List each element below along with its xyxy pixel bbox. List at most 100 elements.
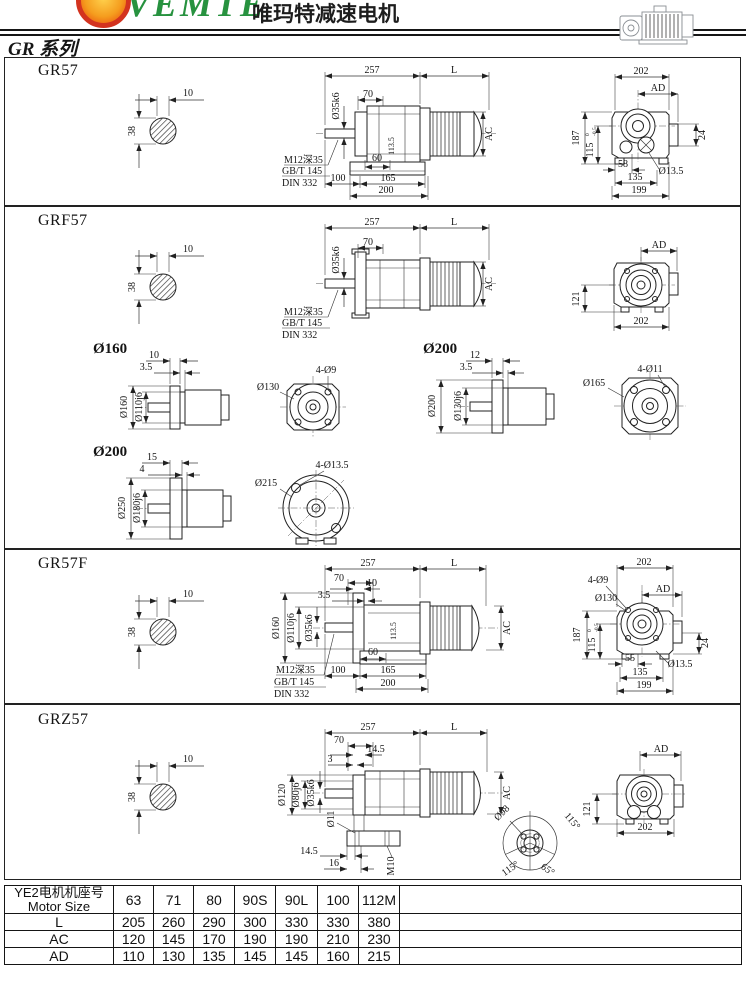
- brand-name: VEMTE: [126, 0, 268, 24]
- table-cell: 190: [275, 930, 318, 949]
- gr57f-end-view-drawing: 202 4-Ø9 Ø130 AD 187 115 0 -0.5 24 55 Ø1…: [572, 557, 711, 695]
- gr57f-key-height: 38: [127, 627, 138, 637]
- gr57-dim-257: 257: [365, 65, 380, 76]
- flange-160-outer: Ø160: [119, 396, 130, 418]
- gr57f-tap-label: M12深35: [276, 664, 315, 676]
- grz57-end-view-drawing: AD 121 202: [582, 744, 686, 837]
- flange-250-outer: Ø250: [117, 497, 128, 519]
- gr57-end-hole: Ø13.5: [659, 166, 684, 177]
- table-cell: 230: [358, 930, 400, 949]
- flange-200-t2: 3.5: [460, 362, 473, 373]
- table-row-L-label: L: [4, 913, 114, 932]
- table-col-63: 63: [113, 884, 154, 915]
- grf57-end-AD: AD: [652, 240, 666, 251]
- header-rule-top: [0, 29, 746, 32]
- section-title-gr57: GR57: [38, 62, 79, 79]
- grz57-end-121: 121: [582, 802, 593, 817]
- section-separator-1: [4, 205, 741, 207]
- section-title-gr57f: GR57F: [38, 555, 88, 572]
- gr57-key-height: 38: [127, 126, 138, 136]
- table-cell: 215: [358, 947, 400, 966]
- gr57-end-115-tol-up: 0: [585, 133, 591, 136]
- grz57-end-202: 202: [638, 822, 653, 833]
- flange-200-holes: 4-Ø11: [637, 364, 662, 375]
- gr57f-dim-fouter: Ø160: [271, 617, 282, 639]
- gr57-dim-165: 165: [381, 173, 396, 184]
- grf57-dim-L: L: [451, 217, 457, 228]
- brand-name-cn: 唯玛特减速电机: [252, 2, 399, 26]
- table-col-71: 71: [153, 884, 194, 915]
- grf57-key-height: 38: [127, 282, 138, 292]
- table-cell: 290: [193, 913, 235, 932]
- gr57-dim-200: 200: [379, 185, 394, 196]
- gr57-end-AD: AD: [651, 83, 665, 94]
- table-row-AD-label: AD: [4, 947, 114, 966]
- table-cell-empty: [399, 947, 742, 966]
- table-header-cn: YE2电机机座号: [14, 885, 104, 900]
- grz57-dim-fspigot: Ø80j6: [291, 783, 302, 808]
- table-col-90s: 90S: [234, 884, 276, 915]
- flange-200-drawing: Ø200 12 3.5 Ø200 Ø130j6 4-Ø11 Ø165: [423, 341, 686, 440]
- grz57-bolt-bc: Ø98: [492, 803, 512, 823]
- gr57f-key-section-drawing: 10 38: [127, 589, 204, 669]
- flange-200-spigot: Ø130j6: [453, 391, 464, 421]
- table-cell: 190: [234, 930, 276, 949]
- gr57-dim-60: 60: [372, 153, 382, 164]
- gr57-std2-label: DIN 332: [282, 178, 317, 189]
- grz57-dim-70: 70: [334, 735, 344, 746]
- table-cell: 170: [193, 930, 235, 949]
- gr57f-end-holes: 4-Ø9: [588, 575, 609, 586]
- flange-250-t2: 4: [140, 464, 145, 475]
- gr57-dim-L: L: [451, 65, 457, 76]
- brand-logo-icon: [76, 0, 131, 28]
- flange-250-spigot: Ø180j6: [132, 493, 143, 523]
- grf57-std2-label: DIN 332: [282, 330, 317, 341]
- flange-160-spigot: Ø110j6: [134, 392, 145, 422]
- table-cell: 130: [153, 947, 194, 966]
- gr57-end-115-tol-dn: -0.5: [592, 127, 598, 136]
- gr57f-dim-t1: 10: [367, 578, 377, 589]
- gr57f-dim-center-height: 113.5: [389, 622, 398, 640]
- gr57f-end-hole: Ø13.5: [668, 659, 693, 670]
- table-cell: 330: [275, 913, 318, 932]
- table-cell: 330: [317, 913, 359, 932]
- grf57-end-202: 202: [634, 316, 649, 327]
- grf57-std1-label: GB/T 145: [282, 318, 322, 329]
- gr57-tap-label: M12深35: [284, 154, 323, 166]
- grf57-tap-label: M12深35: [284, 306, 323, 318]
- flange-160-bc: Ø130: [257, 382, 279, 393]
- table-cell: 145: [234, 947, 276, 966]
- section-title-grf57: GRF57: [38, 212, 88, 229]
- gr57f-end-202: 202: [637, 557, 652, 568]
- table-row-L: L 205 260 290 300 330 330 380: [4, 913, 742, 932]
- grz57-dim-t2: 3: [328, 754, 333, 765]
- flange-160-t2: 3.5: [140, 362, 153, 373]
- flange-250-bc: Ø215: [255, 478, 277, 489]
- table-col-112m: 112M: [358, 884, 400, 915]
- table-cell-empty: [399, 930, 742, 949]
- gr57-dim-shaft: Ø35k6: [331, 92, 342, 119]
- gr57f-dim-t2: 3.5: [318, 590, 331, 601]
- motor-size-table: YE2电机机座号 Motor Size 63 71 80 90S 90L 100…: [4, 884, 742, 966]
- gr57-end-24: 24: [697, 130, 708, 140]
- grz57-dim-b16: 16: [329, 858, 339, 869]
- gr57f-end-55: 55: [625, 653, 635, 664]
- table-cell: 110: [113, 947, 154, 966]
- gr57f-end-187: 187: [572, 628, 583, 643]
- gr57f-end-199: 199: [637, 680, 652, 691]
- gr57-dim-center-height: 113.5: [387, 137, 396, 155]
- flange-160-t1: 10: [149, 350, 159, 361]
- section-title-grz57: GRZ57: [38, 711, 89, 728]
- section-separator-2: [4, 548, 741, 550]
- grf57-side-view-drawing: 257 L Ø35k6 70 AC M12深35 GB/T 145 DIN 33…: [282, 217, 496, 341]
- grz57-bolt-angle3: 65°: [539, 861, 557, 878]
- gr57-end-115: 115: [585, 143, 596, 158]
- gr57f-dim-shaft: Ø35k6: [304, 614, 315, 641]
- grz57-end-AD: AD: [654, 744, 668, 755]
- table-col-90l: 90L: [275, 884, 318, 915]
- flange-250-title: Ø200: [93, 444, 127, 460]
- gr57f-end-AD: AD: [656, 584, 670, 595]
- gr57f-end-115-tol-up: 0: [587, 629, 593, 632]
- table-cell: 135: [193, 947, 235, 966]
- table-header-row: YE2电机机座号 Motor Size 63 71 80 90S 90L 100…: [4, 884, 742, 915]
